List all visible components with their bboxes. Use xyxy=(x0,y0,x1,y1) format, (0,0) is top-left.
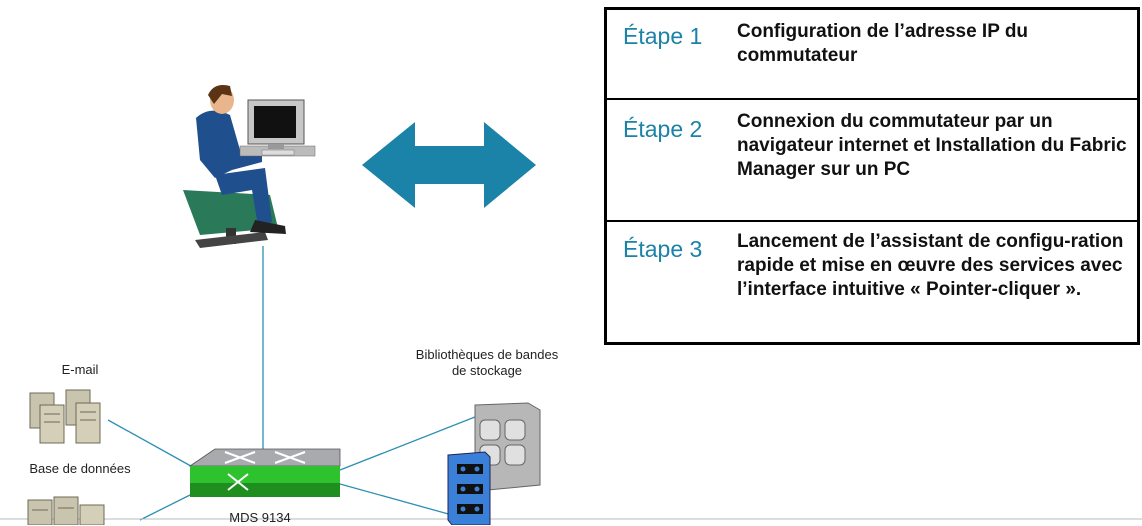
step-2-number: Étape 2 xyxy=(623,116,703,142)
step-1-number: Étape 1 xyxy=(623,23,703,49)
database-servers xyxy=(27,496,105,525)
tape-libraries-label: Bibliothèques de bandes de stockage xyxy=(415,347,559,378)
user-at-computer-icon xyxy=(183,85,316,248)
email-label: E-mail xyxy=(61,362,99,377)
step-2-text: Connexion du commutateur par un navigate… xyxy=(737,111,1127,180)
link-switch-tape-back xyxy=(339,414,481,471)
email-servers xyxy=(29,389,101,444)
server-icon xyxy=(29,389,101,444)
step-1-text: Configuration de l’adresse IP du commuta… xyxy=(737,21,1029,66)
link-switch-tape-front xyxy=(339,483,453,516)
steps-panel: Étape 1 Configuration de l’adresse IP du… xyxy=(604,7,1140,345)
link-database-switch xyxy=(139,491,197,521)
step-3-text: Lancement de l’assistant de configu-rati… xyxy=(737,231,1124,300)
bidirectional-arrow-icon xyxy=(362,122,536,208)
switch-label: MDS 9134 xyxy=(229,510,291,525)
step-1: Étape 1 Configuration de l’adresse IP du… xyxy=(607,10,1137,100)
link-email-switch xyxy=(107,419,199,471)
switch-icon xyxy=(188,448,341,497)
database-label: Base de données xyxy=(29,461,131,476)
server-icon xyxy=(27,496,105,525)
connection-lines xyxy=(107,246,481,521)
step-3-number: Étape 3 xyxy=(623,236,703,262)
tape-library-icon xyxy=(447,402,541,525)
step-2: Étape 2 Connexion du commutateur par un … xyxy=(607,100,1137,222)
step-3: Étape 3 Lancement de l’assistant de conf… xyxy=(607,222,1137,342)
